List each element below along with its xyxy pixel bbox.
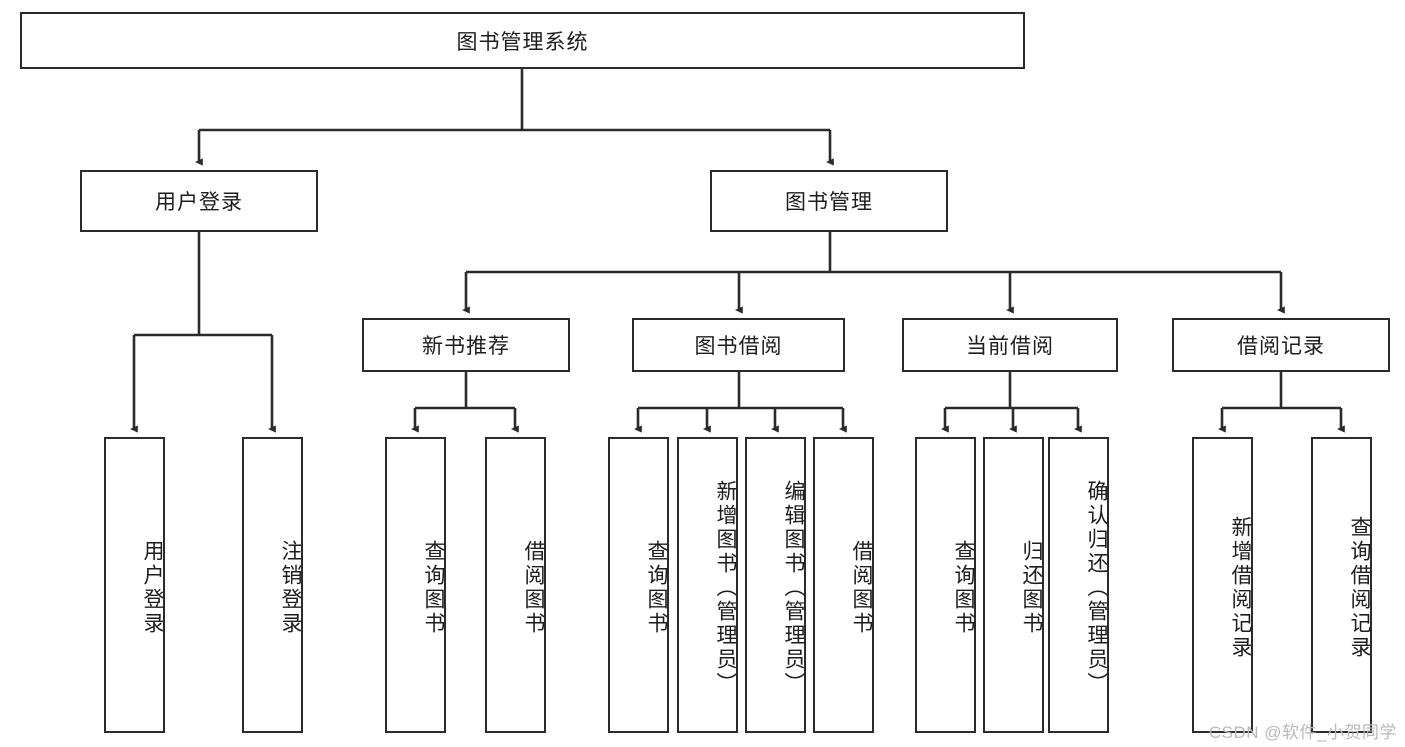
leaf-book-borrow-borrow-book[interactable]: 借阅图书 bbox=[813, 437, 874, 733]
node-label: 查询图书 bbox=[645, 540, 668, 636]
node-label: 查询图书 bbox=[952, 540, 975, 636]
node-label: 注销登录 bbox=[279, 540, 302, 636]
node-label: 图书管理系统 bbox=[456, 30, 589, 54]
node-label: 新增借阅记录 bbox=[1229, 516, 1252, 660]
leaf-current-borrow-query-book[interactable]: 查询图书 bbox=[915, 437, 976, 733]
node-label: 用户登录 bbox=[155, 191, 243, 214]
leaf-borrow-record-add-record[interactable]: 新增借阅记录 bbox=[1192, 437, 1253, 733]
node-label: 借阅图书 bbox=[522, 540, 545, 636]
leaf-book-borrow-edit-book-admin[interactable]: 编辑图书（管理员） bbox=[745, 437, 806, 733]
leaf-book-borrow-query-book[interactable]: 查询图书 bbox=[608, 437, 669, 733]
leaf-current-borrow-confirm-return-admin[interactable]: 确认归还（管理员） bbox=[1048, 437, 1109, 733]
leaf-user-login-login[interactable]: 用户登录 bbox=[104, 437, 165, 733]
leaf-borrow-record-query-record[interactable]: 查询借阅记录 bbox=[1311, 437, 1372, 733]
leaf-user-login-logout[interactable]: 注销登录 bbox=[242, 437, 303, 733]
node-label: 图书管理 bbox=[785, 191, 873, 214]
node-book-borrow[interactable]: 图书借阅 bbox=[632, 318, 845, 372]
node-label: 查询借阅记录 bbox=[1348, 516, 1371, 660]
node-label: 图书借阅 bbox=[694, 335, 783, 358]
csdn-watermark: CSDN @软件_小贺同学 bbox=[1208, 723, 1397, 742]
leaf-book-borrow-add-book-admin[interactable]: 新增图书（管理员） bbox=[677, 437, 738, 733]
node-label: 用户登录 bbox=[141, 540, 164, 636]
node-label: 借阅图书 bbox=[850, 540, 873, 636]
leaf-new-book-borrow-book[interactable]: 借阅图书 bbox=[485, 437, 546, 733]
node-book-management[interactable]: 图书管理 bbox=[710, 170, 948, 232]
node-borrow-record[interactable]: 借阅记录 bbox=[1172, 318, 1390, 372]
node-user-login[interactable]: 用户登录 bbox=[80, 170, 318, 232]
node-label: 确认归还（管理员） bbox=[1085, 480, 1108, 696]
node-label: 新增图书（管理员） bbox=[714, 480, 737, 696]
node-label: 当前借阅 bbox=[966, 335, 1054, 358]
node-label: 归还图书 bbox=[1020, 540, 1043, 636]
node-label: 编辑图书（管理员） bbox=[782, 480, 805, 696]
leaf-new-book-query-book[interactable]: 查询图书 bbox=[385, 437, 446, 733]
node-label: 借阅记录 bbox=[1237, 335, 1325, 358]
leaf-current-borrow-return-book[interactable]: 归还图书 bbox=[983, 437, 1044, 733]
node-label: 查询图书 bbox=[422, 540, 445, 636]
node-new-book-recommend[interactable]: 新书推荐 bbox=[362, 318, 570, 372]
node-current-borrow[interactable]: 当前借阅 bbox=[902, 318, 1118, 372]
node-label: 新书推荐 bbox=[422, 335, 510, 358]
node-root-library-management-system[interactable]: 图书管理系统 bbox=[20, 12, 1025, 69]
